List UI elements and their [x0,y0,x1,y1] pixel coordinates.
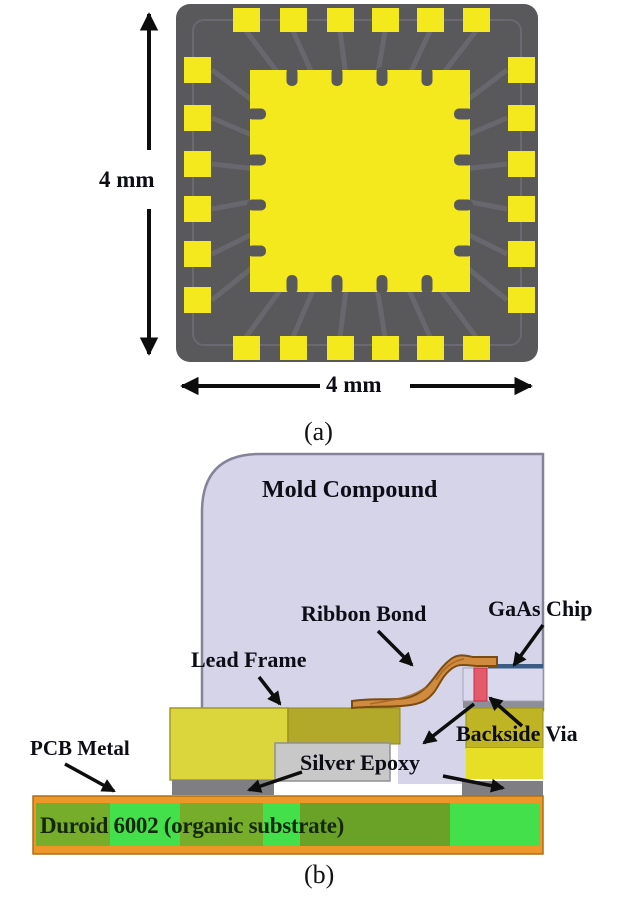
paddle-notch [286,67,298,86]
perimeter-pad [280,336,307,360]
backside-via-arrow [488,696,524,728]
perimeter-pad [184,151,211,177]
paddle-notch [454,245,473,257]
lead-frame-center-lead [287,707,401,745]
label-silver-epoxy: Silver Epoxy [300,750,421,775]
chip-backside-metal [463,701,543,708]
perimeter-pad [184,57,211,83]
paddle-notch [454,154,473,166]
ribbon-bond-shape [351,654,498,710]
perimeter-pad [327,336,354,360]
paddle-notch [454,108,473,120]
backside-via-shape [473,667,488,702]
perimeter-pads [184,8,535,360]
paddle-notch [454,199,473,211]
label-substrate: Duroid 6002 (organic substrate) [40,813,344,838]
perimeter-pad [417,336,444,360]
label-gaas-chip: GaAs Chip [488,596,593,621]
label-backside-via: Backside Via [456,721,578,746]
pedestal-lower-block [466,748,543,779]
lead-frame-left-lead [169,707,289,781]
perimeter-pad [417,8,444,32]
annotation-arrows [64,623,545,793]
perimeter-pad [233,336,260,360]
perimeter-pad [508,151,535,177]
lead-frame-arrow [257,675,282,706]
paddle-notch [331,67,343,86]
perimeter-pad [280,8,307,32]
perimeter-pad [463,8,490,32]
perimeter-pad [508,196,535,222]
label-lead-frame: Lead Frame [191,647,307,672]
perimeter-pad [327,8,354,32]
ribbon-bond-arrow [376,629,414,667]
paddle-notch [421,275,433,294]
paddle-notches [247,67,473,294]
perimeter-pad [184,241,211,267]
paddle-notch [247,199,266,211]
label-pcb-metal: PCB Metal [30,736,130,760]
width-dim-label: 4 mm [326,372,382,397]
mold-compound-shape [200,452,545,712]
caption-a: (a) [304,417,333,446]
paddle-notch [421,67,433,86]
perimeter-pad [372,8,399,32]
ribbon-texture [369,658,465,705]
substrate-segment-dark [300,803,450,846]
height-dim-label: 4 mm [99,167,155,192]
label-ribbon-bond: Ribbon Bond [301,601,427,626]
perimeter-pad [233,8,260,32]
substrate-segment-bright [263,803,300,846]
paddle-notch [247,245,266,257]
caption-b: (b) [304,860,335,889]
label-mold-compound: Mold Compound [262,477,438,503]
silver-epoxy-arrow-right [442,774,506,793]
paddle-notch [247,108,266,120]
paddle-notch [331,275,343,294]
paddle-notch [376,67,388,86]
pcb-metal-arrow [64,762,116,793]
paddle-notch [247,154,266,166]
perimeter-pad [372,336,399,360]
backside-via-arrow-2 [422,702,476,745]
perimeter-pad [508,57,535,83]
paddle-notch [376,275,388,294]
paddle-notch [286,275,298,294]
perimeter-pad [184,196,211,222]
dimension-arrows [139,12,533,396]
gaas-chip-arrow [512,623,545,667]
substrate-segment-bright [110,803,180,846]
mold-cap-outline [192,19,522,346]
qfn-package-top-view [176,4,538,362]
perimeter-pad [184,287,211,313]
silver-epoxy-arrow-left [247,770,303,793]
perimeter-pad [508,105,535,131]
die-paddle [250,70,470,292]
perimeter-pad [463,336,490,360]
perimeter-pad [508,287,535,313]
package-cross-section [32,452,545,855]
perimeter-pad [184,105,211,131]
substrate-segment-bright [450,803,540,846]
pedestal-upper-block [465,707,544,749]
perimeter-pad [508,241,535,267]
